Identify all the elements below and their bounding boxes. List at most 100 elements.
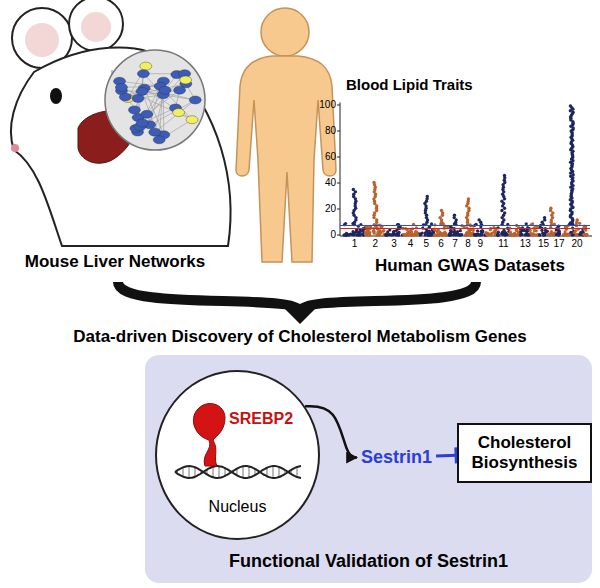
snp-dot bbox=[509, 233, 512, 236]
threshold-line bbox=[340, 225, 590, 226]
person-head bbox=[261, 8, 309, 56]
snp-dot bbox=[543, 233, 546, 236]
network-gene-dot bbox=[180, 76, 192, 84]
section-heading: Data-driven Discovery of Cholesterol Met… bbox=[73, 327, 526, 347]
axis-tick-label: 0 bbox=[330, 229, 336, 240]
snp-dot bbox=[519, 233, 522, 236]
network-graph bbox=[114, 62, 202, 144]
snp-dot bbox=[537, 233, 540, 236]
nucleus-membrane bbox=[156, 371, 319, 539]
dna-rung bbox=[273, 466, 274, 478]
snp-dot bbox=[345, 232, 348, 235]
snp-dot bbox=[566, 232, 569, 235]
dna-rung bbox=[195, 467, 196, 477]
snp-dot bbox=[360, 232, 363, 235]
snp-dot bbox=[433, 233, 436, 236]
section-label: Human GWAS Datasets bbox=[375, 256, 565, 276]
dna-rung bbox=[243, 466, 244, 477]
network-gene-dot bbox=[119, 93, 131, 101]
snp-dot bbox=[515, 229, 518, 232]
axis-tick-label: 80 bbox=[325, 125, 336, 136]
srebp2-protein bbox=[193, 404, 225, 466]
snp-dot bbox=[415, 230, 418, 233]
snp-dot bbox=[538, 233, 541, 236]
mouse-body bbox=[11, 47, 231, 246]
snp-dot bbox=[456, 230, 459, 233]
process-label: Cholesterol Biosynthesis bbox=[469, 433, 580, 473]
axis-tick-label: 9 bbox=[477, 238, 483, 249]
snp-dot bbox=[388, 233, 391, 236]
snp-dot bbox=[356, 230, 359, 233]
network-gene-dot bbox=[137, 70, 149, 78]
axis-tick-label: 2 bbox=[373, 238, 379, 249]
network-gene-dot bbox=[140, 62, 152, 70]
snp-dot bbox=[576, 218, 579, 221]
snp-dot bbox=[543, 233, 546, 236]
snp-dot bbox=[438, 233, 441, 236]
axis-tick bbox=[337, 235, 340, 236]
axis-tick bbox=[337, 209, 340, 210]
network-gene-dot bbox=[115, 83, 127, 91]
snp-dot bbox=[538, 233, 541, 236]
dna-rung bbox=[213, 467, 214, 478]
snp-dot bbox=[557, 233, 560, 236]
gene-label-node: Sestrin1 bbox=[357, 443, 436, 472]
snp-dot bbox=[477, 218, 480, 221]
snp-dot bbox=[353, 232, 356, 235]
dna-strand bbox=[175, 466, 301, 478]
snp-dot bbox=[503, 233, 506, 236]
snp-dot bbox=[504, 232, 507, 235]
snp-dot bbox=[476, 229, 479, 232]
snp-dot bbox=[516, 233, 519, 236]
snp-dot bbox=[519, 230, 522, 233]
snp-dot bbox=[500, 232, 503, 235]
snp-dot bbox=[375, 218, 378, 221]
snp-dot bbox=[459, 229, 462, 232]
gene-label: Sestrin1 bbox=[361, 447, 432, 468]
person-figure bbox=[236, 8, 336, 262]
snp-dot bbox=[508, 233, 511, 236]
snp-dot bbox=[485, 233, 488, 236]
mouse-eye bbox=[50, 88, 62, 104]
mouse-figure bbox=[11, 0, 231, 246]
snp-dot bbox=[500, 209, 503, 212]
snp-dot bbox=[376, 231, 379, 234]
network-gene-dot bbox=[189, 96, 201, 104]
axis-tick-label: 40 bbox=[325, 177, 336, 188]
snp-dot bbox=[529, 229, 532, 232]
axis-tick-label: 60 bbox=[325, 151, 336, 162]
snp-dot bbox=[397, 233, 400, 236]
snp-dot bbox=[523, 229, 526, 232]
snp-dot bbox=[424, 231, 427, 234]
network-gene-dot bbox=[153, 136, 165, 144]
snp-dot bbox=[392, 233, 395, 236]
network-gene-dot bbox=[173, 109, 185, 117]
snp-dot bbox=[546, 230, 549, 233]
axis-tick-label: 11 bbox=[498, 238, 508, 249]
snp-dot bbox=[464, 233, 467, 236]
snp-dot bbox=[443, 231, 446, 234]
axis-tick-label: 1 bbox=[352, 238, 358, 249]
snp-dot bbox=[497, 233, 500, 236]
snp-dot bbox=[581, 230, 584, 233]
snp-dot bbox=[585, 233, 588, 236]
snp-dot bbox=[503, 211, 506, 214]
snp-dot bbox=[452, 233, 455, 236]
mouse-ear-inner bbox=[81, 12, 111, 42]
snp-dot bbox=[523, 233, 526, 236]
snp-dot bbox=[361, 229, 364, 232]
snp-dot bbox=[467, 197, 470, 200]
snp-dot bbox=[382, 229, 385, 232]
axis-tick bbox=[337, 131, 340, 132]
snp-dot bbox=[376, 233, 379, 236]
dna-strand bbox=[175, 466, 301, 478]
snp-dot bbox=[372, 181, 375, 184]
mouse-ear-inner bbox=[25, 23, 59, 57]
snp-dot bbox=[532, 233, 535, 236]
axis-tick-label: 6 bbox=[438, 238, 444, 249]
y-axis bbox=[340, 102, 341, 236]
snp-dot bbox=[441, 233, 444, 236]
snp-dot bbox=[518, 230, 521, 233]
snp-dot bbox=[586, 233, 589, 236]
